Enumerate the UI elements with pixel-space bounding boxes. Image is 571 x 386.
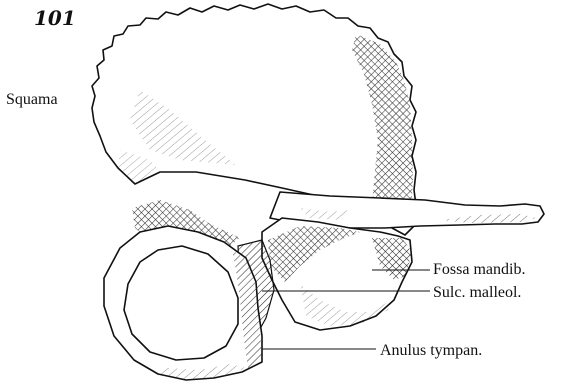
label-anulus-tympan: Anulus tympan. <box>380 343 482 359</box>
figure-number: 101 <box>34 6 76 30</box>
label-fossa-mandib: Fossa mandib. <box>433 262 525 278</box>
label-sulc-malleol: Sulc. malleol. <box>433 285 521 301</box>
label-squama: Squama <box>6 92 58 108</box>
